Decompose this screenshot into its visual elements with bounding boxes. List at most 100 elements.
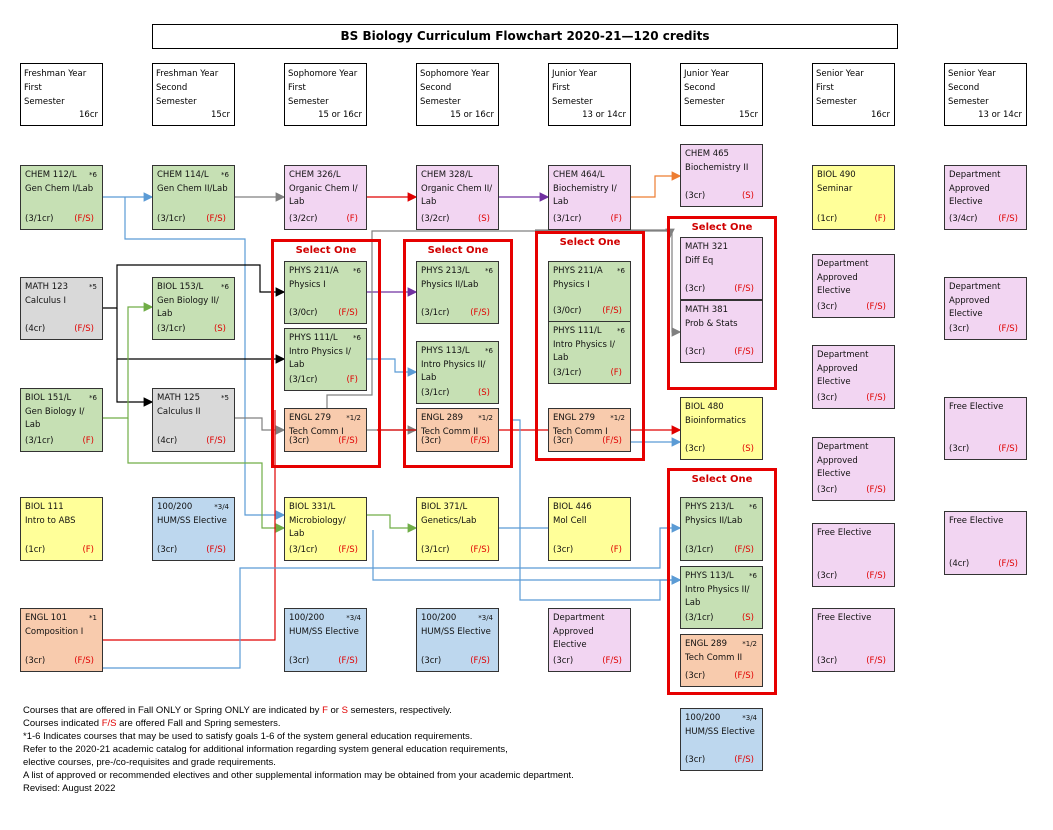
course-dept5[interactable]: Department Approved Elective (3cr) (F/S) xyxy=(548,608,631,672)
gen-ed-goal: *6 xyxy=(221,171,229,179)
course-chem326[interactable]: CHEM 326/L Organic Chem I/ Lab (3/2cr) (… xyxy=(284,165,367,230)
course-biol151[interactable]: BIOL 151/L *6 Gen Biology I/ Lab (3/1cr)… xyxy=(20,388,103,452)
course-dept7b[interactable]: Department Approved Elective (3cr) (F/S) xyxy=(812,345,895,409)
course-biol371[interactable]: BIOL 371/L Genetics/Lab (3/1cr) (F/S) xyxy=(416,497,499,561)
course-code: ENGL 279 xyxy=(553,413,595,423)
course-biol331[interactable]: BIOL 331/L Microbiology/ Lab (3/1cr) (F/… xyxy=(284,497,367,561)
course-dept7a[interactable]: Department Approved Elective (3cr) (F/S) xyxy=(812,254,895,318)
course-semester: (S) xyxy=(741,190,754,201)
course-chem112[interactable]: CHEM 112/L *6 Gen Chem I/Lab (3/1cr) (F/… xyxy=(20,165,103,230)
course-semester: (F/S) xyxy=(206,213,226,224)
gen-ed-goal: *6 xyxy=(89,394,97,402)
course-engl289b[interactable]: ENGL 289 *1/2 Tech Comm II (3cr) (F/S) xyxy=(680,634,763,687)
course-credits: (3cr) xyxy=(685,346,706,357)
course-phys113b[interactable]: PHYS 113/L *6 Intro Physics II/ Lab (3/1… xyxy=(680,566,763,629)
page-title: BS Biology Curriculum Flowchart 2020-21—… xyxy=(152,24,898,49)
semester-header: Freshman Year Second Semester 15cr xyxy=(152,63,235,126)
semester-header: Senior Year Second Semester 13 or 14cr xyxy=(944,63,1027,126)
course-credits: (3/1cr) xyxy=(421,387,450,398)
course-credits: (3cr) xyxy=(685,443,706,454)
course-semester: (F/S) xyxy=(866,392,886,403)
course-name: Intro Physics I/ Lab xyxy=(289,346,351,371)
course-code: Free Elective xyxy=(817,528,872,538)
course-semester: (F) xyxy=(346,374,358,385)
note-text: semesters, respectively. xyxy=(347,705,452,716)
select-one-label: Select One xyxy=(691,474,753,485)
semester-header: Senior Year First Semester 16cr xyxy=(812,63,895,126)
note-text: A list of approved or recommended electi… xyxy=(23,770,574,781)
course-free8b[interactable]: Free Elective (4cr) (F/S) xyxy=(944,511,1027,575)
semester-order: Second xyxy=(420,83,452,93)
course-hum4[interactable]: 100/200 *3/4 HUM/SS Elective (3cr) (F/S) xyxy=(680,708,763,771)
course-hum3[interactable]: 100/200 *3/4 HUM/SS Elective (3cr) (F/S) xyxy=(416,608,499,672)
semester-label: Semester xyxy=(948,97,989,107)
course-credits: (3cr) xyxy=(817,484,838,495)
course-chem114[interactable]: CHEM 114/L *6 Gen Chem II/Lab (3/1cr) (F… xyxy=(152,165,235,230)
course-code: Department xyxy=(817,442,869,452)
course-name: Approved Elective xyxy=(949,295,990,320)
course-credits: (3/1cr) xyxy=(289,544,318,555)
course-engl279b[interactable]: ENGL 279 *1/2 Tech Comm I (3cr) (F/S) xyxy=(548,408,631,452)
course-phys211a[interactable]: PHYS 211/A *6 Physics I (3/0cr) (F/S) xyxy=(284,261,367,324)
course-dept8b[interactable]: Department Approved Elective (3cr) (F/S) xyxy=(944,277,1027,340)
course-name: Gen Chem I/Lab xyxy=(25,183,94,194)
course-chem328[interactable]: CHEM 328/L Organic Chem II/ Lab (3/2cr) … xyxy=(416,165,499,230)
course-code: BIOL 480 xyxy=(685,402,724,412)
course-hum1[interactable]: 100/200 *3/4 HUM/SS Elective (3cr) (F/S) xyxy=(152,497,235,561)
course-phys211b[interactable]: PHYS 211/A *6 Physics I (3/0cr) (F/S) xyxy=(548,261,631,322)
course-semester: (F/S) xyxy=(734,544,754,555)
course-biol446[interactable]: BIOL 446 Mol Cell (3cr) (F) xyxy=(548,497,631,561)
course-credits: (3/1cr) xyxy=(553,367,582,378)
course-name: Physics II/Lab xyxy=(421,279,479,290)
course-free8a[interactable]: Free Elective (3cr) (F/S) xyxy=(944,397,1027,460)
course-engl101[interactable]: ENGL 101 *1 Composition I (3cr) (F/S) xyxy=(20,608,103,672)
course-chem465[interactable]: CHEM 465 Biochemistry II (3cr) (S) xyxy=(680,144,763,207)
course-credits: (4cr) xyxy=(949,558,970,569)
course-code: PHYS 111/L xyxy=(289,333,338,343)
course-semester: (F/S) xyxy=(206,544,226,555)
semester-label: Semester xyxy=(816,97,857,107)
course-phys111b[interactable]: PHYS 111/L *6 Intro Physics I/ Lab (3/1c… xyxy=(548,321,631,384)
course-engl289a[interactable]: ENGL 289 *1/2 Tech Comm II (3cr) (F/S) xyxy=(416,408,499,452)
course-semester: (F/S) xyxy=(602,305,622,316)
course-name: Tech Comm I xyxy=(553,426,608,437)
course-credits: (3cr) xyxy=(817,655,838,666)
course-name: Approved Elective xyxy=(817,455,858,480)
select-one-label: Select One xyxy=(559,237,621,248)
course-credits: (3/1cr) xyxy=(289,374,318,385)
course-math123[interactable]: MATH 123 *5 Calculus I (4cr) (F/S) xyxy=(20,277,103,340)
course-dept7c[interactable]: Department Approved Elective (3cr) (F/S) xyxy=(812,437,895,501)
course-semester: (F) xyxy=(82,435,94,446)
course-credits: (3cr) xyxy=(25,655,46,666)
course-hum2[interactable]: 100/200 *3/4 HUM/SS Elective (3cr) (F/S) xyxy=(284,608,367,672)
course-math381[interactable]: MATH 381 Prob & Stats (3cr) (F/S) xyxy=(680,300,763,363)
semester-order: First xyxy=(816,83,834,93)
course-code: Department xyxy=(949,170,1001,180)
semester-year: Sophomore Year xyxy=(288,69,358,79)
course-credits: (3/4cr) xyxy=(949,213,978,224)
course-phys213b[interactable]: PHYS 213/L *6 Physics II/Lab (3/1cr) (F/… xyxy=(680,497,763,561)
course-dept8a[interactable]: Department Approved Elective (3/4cr) (F/… xyxy=(944,165,1027,230)
course-phys213a[interactable]: PHYS 213/L *6 Physics II/Lab (3/1cr) (F/… xyxy=(416,261,499,324)
course-name: Approved Elective xyxy=(949,183,990,208)
course-chem464[interactable]: CHEM 464/L Biochemistry I/ Lab (3/1cr) (… xyxy=(548,165,631,230)
course-biol153[interactable]: BIOL 153/L *6 Gen Biology II/ Lab (3/1cr… xyxy=(152,277,235,340)
course-name: Gen Chem II/Lab xyxy=(157,183,228,194)
semester-label: Semester xyxy=(420,97,461,107)
course-semester: (F/S) xyxy=(470,544,490,555)
course-free7b[interactable]: Free Elective (3cr) (F/S) xyxy=(812,608,895,672)
course-phys113a[interactable]: PHYS 113/L *6 Intro Physics II/ Lab (3/1… xyxy=(416,341,499,404)
course-biol111[interactable]: BIOL 111 Intro to ABS (1cr) (F) xyxy=(20,497,103,561)
course-semester: (F/S) xyxy=(998,558,1018,569)
course-semester: (F/S) xyxy=(74,323,94,334)
course-engl279a[interactable]: ENGL 279 *1/2 Tech Comm I (3cr) (F/S) xyxy=(284,408,367,452)
course-math125[interactable]: MATH 125 *5 Calculus II (4cr) (F/S) xyxy=(152,388,235,452)
course-math321[interactable]: MATH 321 Diff Eq (3cr) (F/S) xyxy=(680,237,763,300)
course-phys111a[interactable]: PHYS 111/L *6 Intro Physics I/ Lab (3/1c… xyxy=(284,328,367,391)
course-name: Tech Comm II xyxy=(421,426,479,437)
course-free7a[interactable]: Free Elective (3cr) (F/S) xyxy=(812,523,895,587)
course-biol480[interactable]: BIOL 480 Bioinformatics (3cr) (S) xyxy=(680,397,763,460)
course-biol490[interactable]: BIOL 490 Seminar (1cr) (F) xyxy=(812,165,895,230)
course-name: Diff Eq xyxy=(685,255,714,266)
course-credits: (3cr) xyxy=(949,323,970,334)
